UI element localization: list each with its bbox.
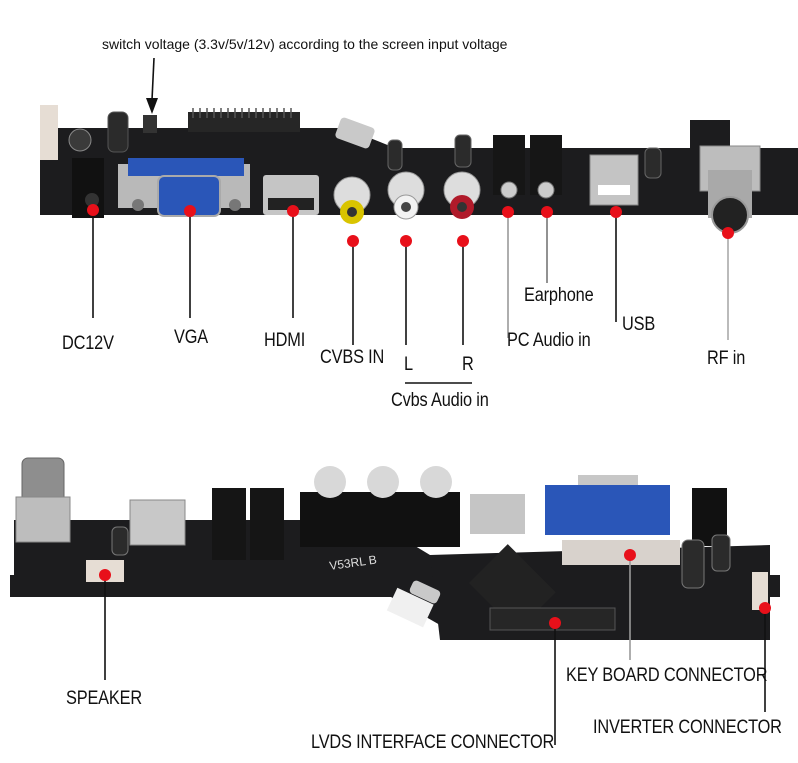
marker-dc12v [87, 204, 99, 216]
label-inverter-connector: INVERTER CONNECTOR [593, 717, 782, 738]
hdmi-port [263, 175, 319, 215]
usb-port-bottom [129, 499, 186, 546]
vga-port [118, 158, 250, 217]
board-model-text: V53RL B [328, 552, 377, 572]
voltage-switch-header [143, 115, 157, 133]
bottom-markers [99, 549, 771, 629]
capacitor [107, 111, 129, 153]
marker-audio-r [457, 235, 469, 247]
rf-connector [699, 145, 761, 234]
label-hdmi: HDMI [264, 330, 306, 351]
rf-connector-bottom [15, 496, 71, 543]
label-dc12v: DC12V [62, 333, 114, 354]
marker-audio-l [400, 235, 412, 247]
label-vga: VGA [174, 327, 208, 348]
voltage-switch-note: switch voltage (3.3v/5v/12v) according t… [102, 36, 508, 52]
label-audio-r: R [462, 354, 474, 375]
voltage-arrow [146, 57, 158, 114]
marker-lvds [549, 617, 561, 629]
hdmi-port-bottom [470, 494, 525, 534]
marker-earphone [541, 206, 553, 218]
label-cvbs-in: CVBS IN [320, 347, 385, 368]
top-callout-lines [92, 210, 729, 384]
marker-pc-audio [502, 206, 514, 218]
marker-cvbs-in [347, 235, 359, 247]
label-keyboard-connector: KEY BOARD CONNECTOR [566, 665, 768, 686]
bottom-board: V53RL B [10, 457, 780, 640]
inverter-strip [562, 540, 680, 565]
rca-block [300, 492, 460, 547]
marker-usb [610, 206, 622, 218]
top-markers [87, 204, 734, 247]
marker-rf [722, 227, 734, 239]
top-board [40, 105, 798, 234]
bottom-callout-lines [104, 555, 766, 745]
rca-jacks [333, 171, 481, 224]
label-earphone: Earphone [524, 285, 594, 306]
marker-keyboard [624, 549, 636, 561]
marker-vga [184, 205, 196, 217]
marker-hdmi [287, 205, 299, 217]
label-usb: USB [622, 314, 656, 335]
label-cvbs-audio-in: Cvbs Audio in [391, 390, 489, 411]
usb-port [589, 154, 639, 206]
label-pc-audio-in: PC Audio in [507, 330, 591, 351]
white-connector [40, 105, 58, 160]
marker-speaker [99, 569, 111, 581]
label-lvds: LVDS INTERFACE CONNECTOR [311, 732, 555, 753]
vga-port-bottom [545, 485, 670, 535]
keyboard-connector [752, 572, 768, 610]
marker-inverter [759, 602, 771, 614]
label-audio-l: L [404, 354, 413, 375]
label-speaker: SPEAKER [66, 688, 142, 709]
label-rf-in: RF in [707, 348, 746, 369]
pin-header [188, 108, 300, 132]
